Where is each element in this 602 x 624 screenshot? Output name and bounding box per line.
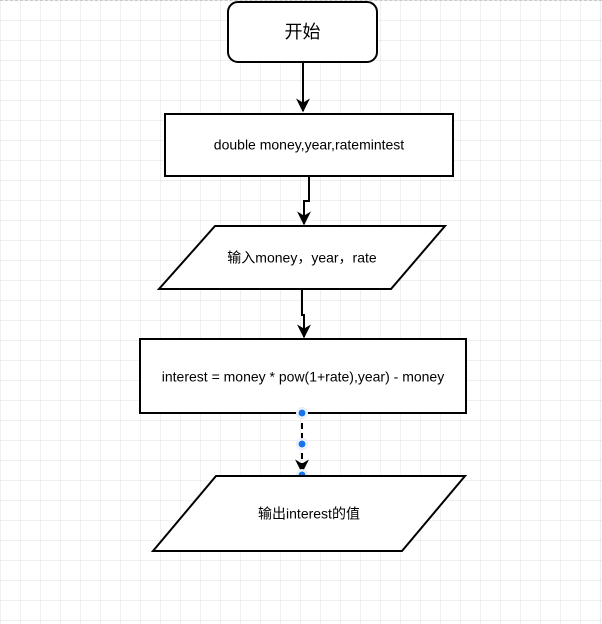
node-declare[interactable]: double money,year,ratemintest bbox=[164, 113, 454, 177]
node-start[interactable]: 开始 bbox=[227, 1, 378, 63]
canvas-top-border bbox=[0, 0, 602, 1]
output-label: 输出interest的值 bbox=[258, 506, 360, 522]
compute-shape[interactable] bbox=[139, 338, 467, 414]
selection-handle-start[interactable] bbox=[297, 408, 307, 418]
compute-label: interest = money * pow(1+rate),year) - m… bbox=[162, 369, 444, 385]
input-label: 输入money，year，rate bbox=[227, 250, 377, 266]
start-label: 开始 bbox=[285, 22, 321, 42]
selection-handle-mid[interactable] bbox=[297, 439, 307, 449]
edge-declare-to-input[interactable] bbox=[297, 176, 311, 226]
node-input[interactable]: 输入money，year，rate bbox=[156, 225, 448, 290]
edge-selection-handles[interactable] bbox=[296, 407, 308, 481]
edge-input-to-compute[interactable] bbox=[297, 289, 311, 339]
declare-shape[interactable] bbox=[164, 113, 454, 177]
node-compute[interactable]: interest = money * pow(1+rate),year) - m… bbox=[139, 338, 467, 414]
output-shape[interactable] bbox=[150, 475, 468, 552]
declare-label: double money,year,ratemintest bbox=[214, 137, 405, 153]
input-shape[interactable] bbox=[156, 225, 448, 290]
node-output[interactable]: 输出interest的值 bbox=[150, 475, 468, 552]
